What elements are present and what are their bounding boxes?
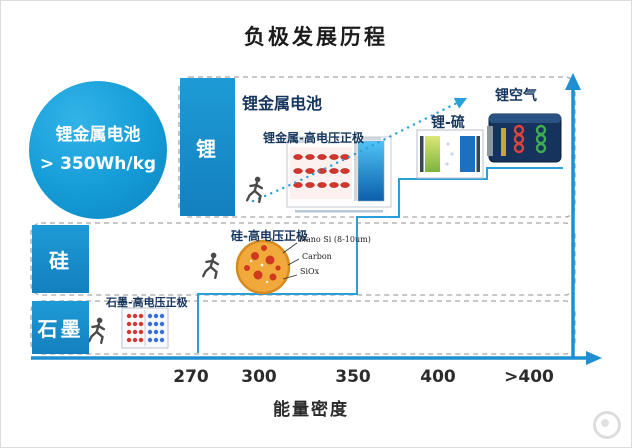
lithium-metal-cell-image <box>286 136 392 213</box>
y-axis-arrow <box>565 73 581 357</box>
milestone-li-sulfur: 锂-硫 <box>431 115 465 131</box>
staircase-line <box>197 167 563 353</box>
axis-tick-gt400: >400 <box>504 367 554 387</box>
silicon-callout-nanosi: Nano Si (8-10um) <box>299 235 371 244</box>
lithium-annotation: 锂金属-高电压正极 <box>263 131 364 145</box>
graphite-annotation: 石墨-高电压正极 <box>106 296 188 309</box>
silicon-callout-carbon: Carbon <box>302 252 332 261</box>
lithium-air-cell-image <box>487 113 562 163</box>
bubble-line1: 锂金属电池 <box>55 125 141 146</box>
level-label-graphite: 石墨 <box>32 301 89 354</box>
x-axis-title: 能量密度 <box>273 400 349 420</box>
bubble-line2: > 350Wh/kg <box>39 154 157 174</box>
axis-tick-400: 400 <box>420 367 456 387</box>
milestone-li-air: 锂空气 <box>495 88 537 104</box>
watermark-logo <box>593 411 621 439</box>
silicon-callout-siox: SiOx <box>300 267 320 276</box>
runner-icon <box>245 176 264 204</box>
target-bubble: 锂金属电池 > 350Wh/kg <box>29 81 167 219</box>
x-axis-arrow <box>31 351 602 365</box>
axis-tick-350: 350 <box>335 367 371 387</box>
lithium-metal-heading: 锂金属电池 <box>242 94 323 113</box>
silicon-particle-image <box>235 239 300 295</box>
silicon-annotation: 硅-高电压正极 <box>231 229 308 243</box>
runner-icon <box>87 317 106 345</box>
axis-tick-300: 300 <box>241 367 277 387</box>
graphite-battery-image <box>121 307 169 349</box>
level-label-lithium: 锂 <box>180 78 235 216</box>
axis-tick-270: 270 <box>173 367 209 387</box>
runner-icon <box>201 252 220 280</box>
lithium-sulfur-cell-image <box>416 129 484 179</box>
page-title: 负极发展历程 <box>244 25 388 49</box>
level-label-silicon: 硅 <box>32 225 89 293</box>
